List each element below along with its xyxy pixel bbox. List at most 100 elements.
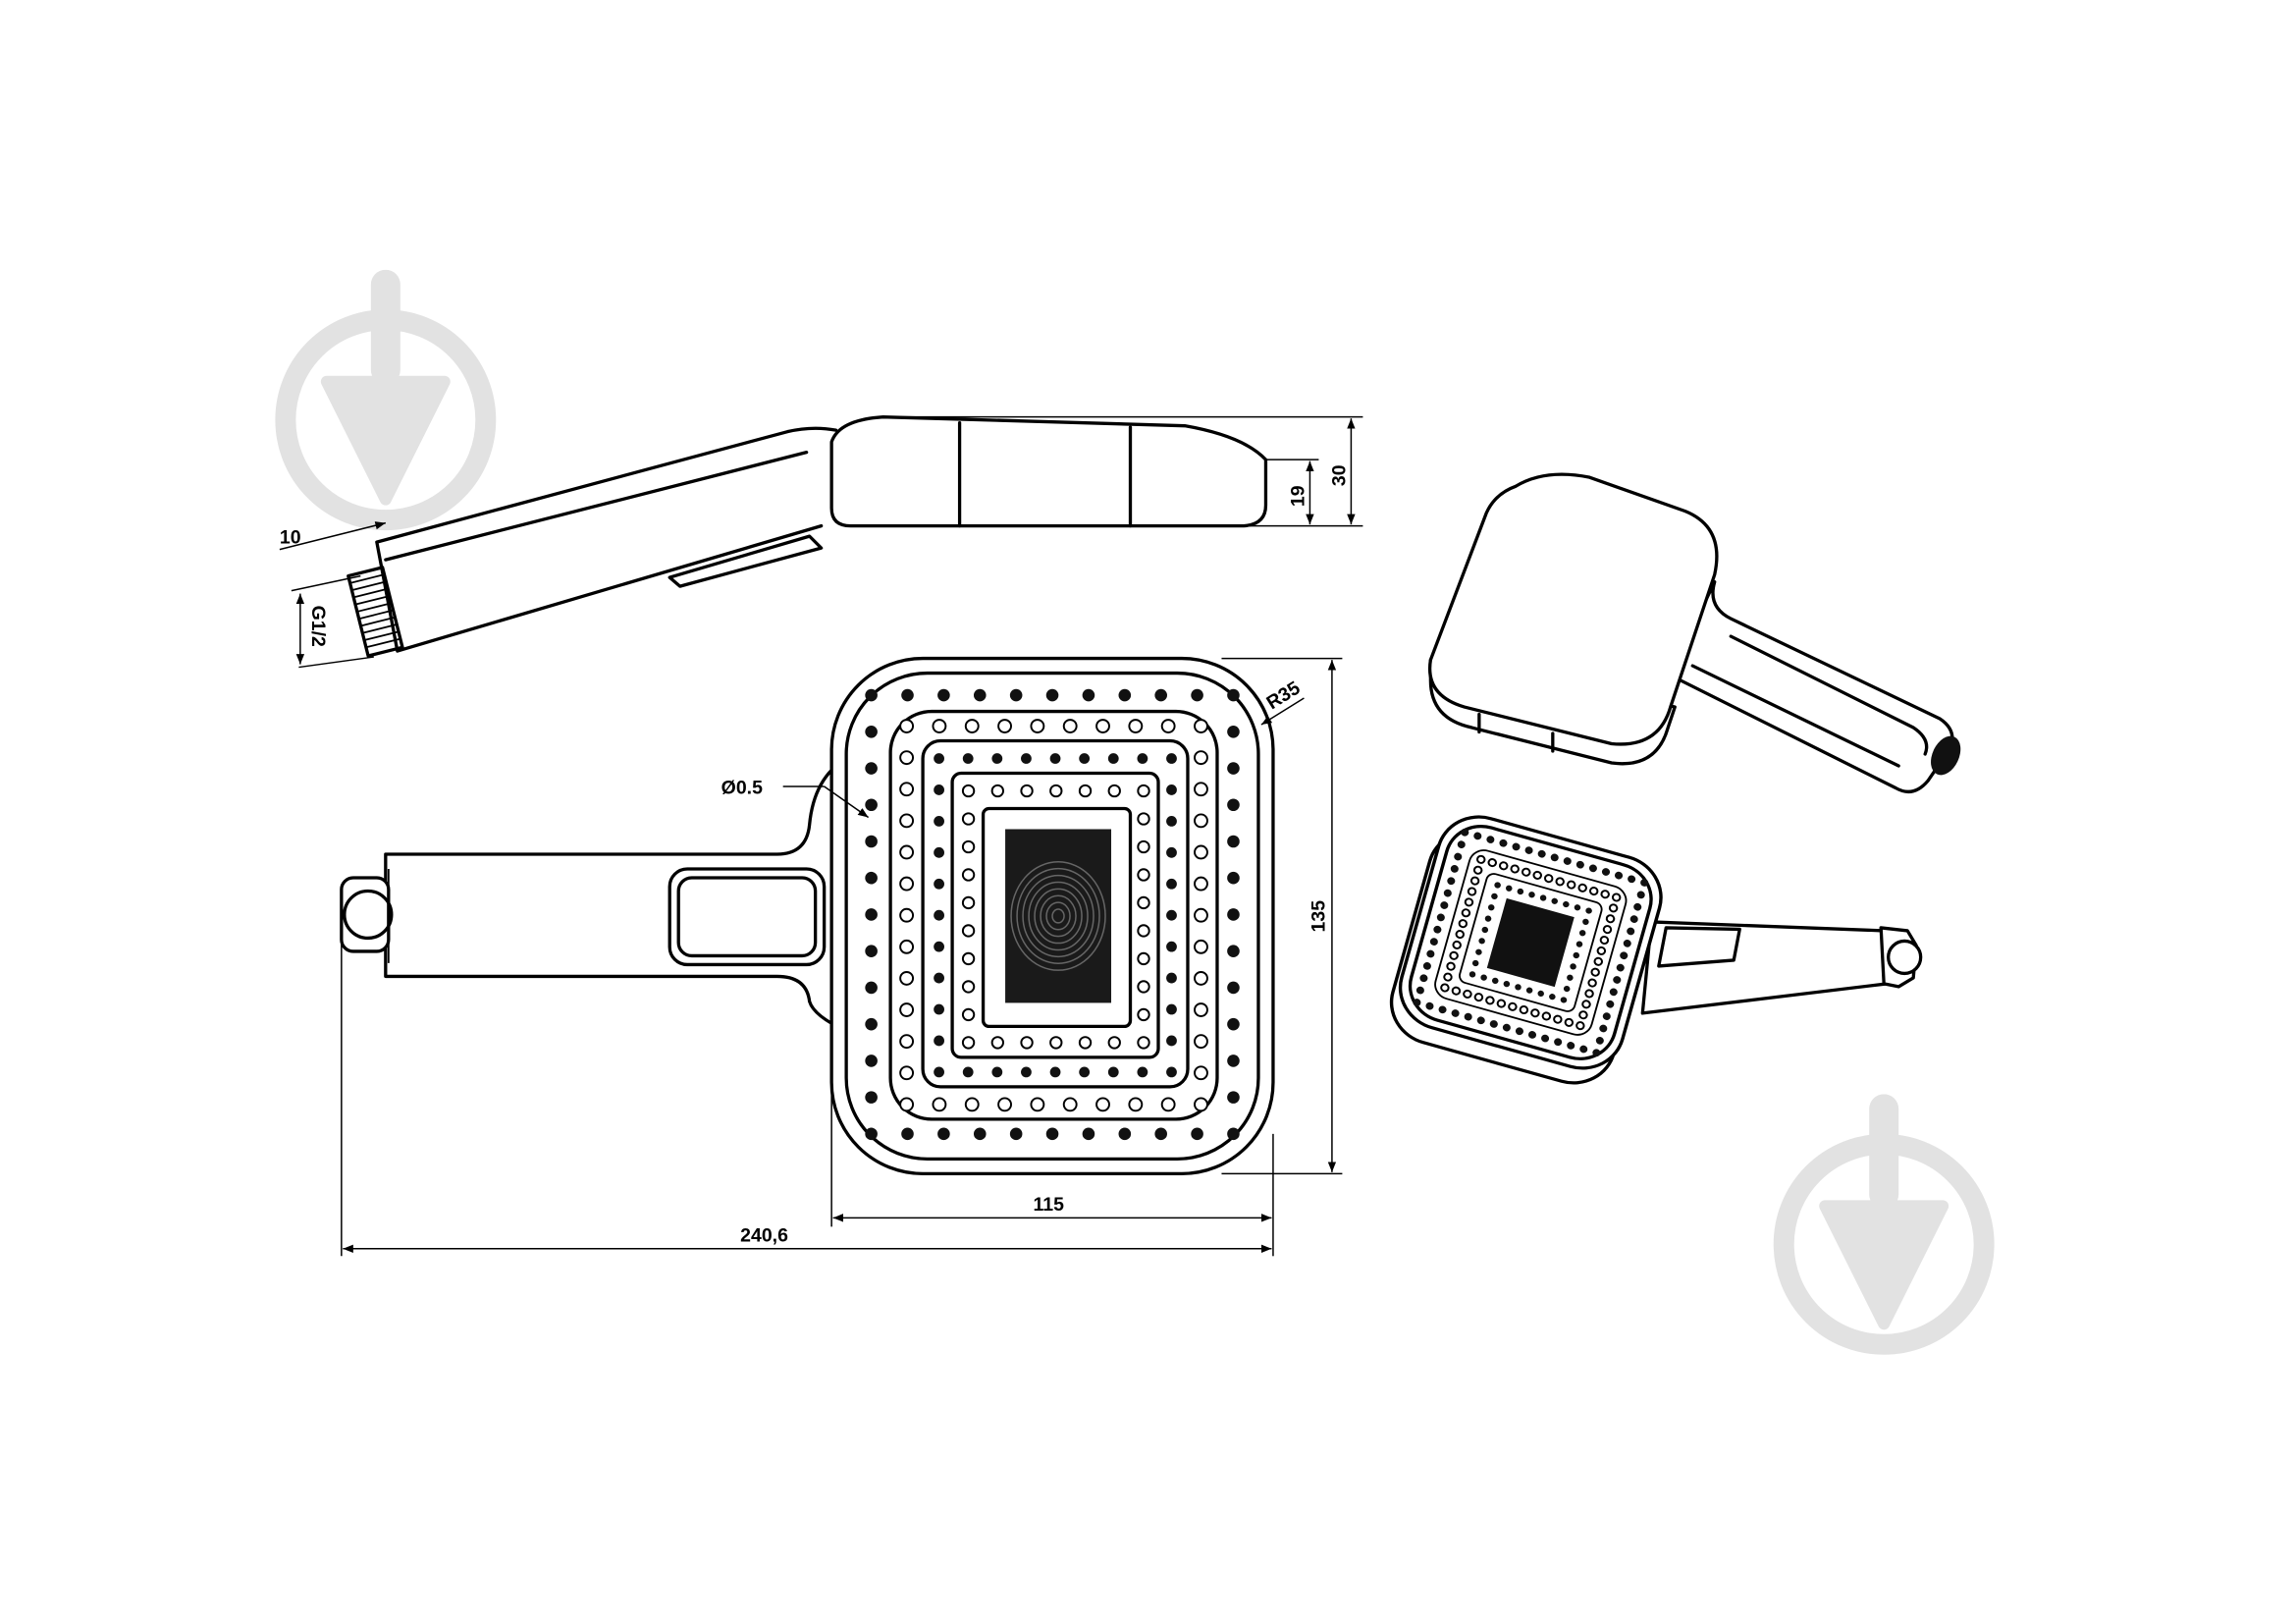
nozzle-dot (1527, 1031, 1537, 1039)
nozzle-dot (1078, 1036, 1093, 1050)
nozzle-dot (1595, 1036, 1604, 1045)
nozzle-dot (1227, 871, 1240, 885)
nozzle-dot (934, 941, 944, 952)
nozzle-dot (1636, 891, 1645, 899)
nozzle-dot (1166, 815, 1177, 827)
nozzle-dot (1475, 948, 1482, 955)
nozzle-dot (1049, 784, 1063, 798)
nozzle-dot (1570, 963, 1576, 970)
nozzle-dot (1620, 951, 1629, 960)
nozzle-dot (1640, 879, 1649, 887)
nozzle-dot (1487, 858, 1497, 868)
nozzle-dot (932, 1097, 947, 1112)
nozzle-dot (1419, 974, 1428, 983)
nozzle-dot (1062, 1097, 1078, 1112)
nozzle-dot (1227, 688, 1240, 702)
nozzle-dot (961, 951, 976, 966)
nozzle-dot (1457, 840, 1466, 848)
nozzle-dot (1137, 1007, 1150, 1022)
nozzle-dot (899, 782, 915, 797)
nozzle-dot (899, 1002, 915, 1017)
dim-total-length: 240,6 (740, 1224, 788, 1246)
nozzle-dot (1440, 901, 1449, 909)
nozzle-dot (1508, 1001, 1518, 1011)
nozzle-dot (964, 1097, 980, 1112)
nozzle-dot (1574, 904, 1581, 911)
nozzle-dot (901, 1127, 914, 1141)
nozzle-dot (1578, 930, 1586, 937)
connector-end (1887, 939, 1923, 976)
nozzle-dot (1476, 1016, 1485, 1025)
nozzle-dot (1062, 719, 1078, 733)
nozzle-dot (1494, 882, 1501, 889)
nozzle-dot (1588, 864, 1597, 873)
nozzle-dot (1118, 1127, 1132, 1141)
nozzle-dot (961, 1007, 976, 1022)
nozzle-dot (1575, 941, 1583, 947)
nozzle-dot (1498, 861, 1509, 871)
shower-head-perspective (1398, 815, 1663, 1070)
nozzle-dot (1451, 1009, 1460, 1017)
nozzle-dot (1079, 753, 1091, 764)
nozzle-dot (1429, 938, 1438, 946)
nozzle-dot (1629, 915, 1638, 923)
nozzle-dot (1166, 909, 1177, 921)
nozzle-dot (934, 846, 944, 858)
nozzle-dot (865, 981, 878, 995)
nozzle-dot (1563, 900, 1570, 908)
nozzle-dot (865, 798, 878, 812)
nozzle-dot (1578, 1010, 1588, 1020)
nozzle-dot (1438, 1005, 1447, 1014)
nozzle-dot (1613, 976, 1622, 984)
nozzle-dot (1519, 1004, 1529, 1015)
nozzle-dot (1611, 893, 1622, 902)
nozzle-dot (1194, 750, 1208, 766)
nozzle-dot (961, 924, 976, 938)
nozzle-dot (991, 1066, 1003, 1078)
nozzle-dot (1537, 849, 1546, 858)
dim-corner-radius: R35 (1262, 677, 1304, 715)
shower-head-side (829, 415, 1268, 528)
thread-line (352, 587, 389, 599)
nozzle-dot (1600, 890, 1610, 899)
nozzle-dot (1446, 961, 1456, 971)
nozzle-dot (865, 1017, 878, 1031)
nozzle-dot (899, 876, 915, 892)
nozzle-dot (1049, 1036, 1063, 1050)
nozzle-dot (1491, 977, 1499, 985)
nozzle-dot (1549, 994, 1556, 1001)
nozzle-dot (1481, 926, 1489, 934)
nozzle-dot (1566, 880, 1576, 890)
nozzle-dot (1541, 1011, 1552, 1021)
nozzle-rings (865, 688, 1240, 1141)
nozzle-dot (934, 784, 944, 795)
nozzle-dot (1137, 1066, 1148, 1078)
nozzle-dot (1593, 956, 1603, 966)
nozzle-dot (1009, 1127, 1023, 1141)
nozzle-dot (1426, 949, 1435, 958)
nozzle-dot (937, 1127, 950, 1141)
nozzle-dot (1227, 725, 1240, 738)
center-ring (1016, 867, 1100, 964)
perspective-back-view (1427, 472, 1961, 794)
nozzle-dot (1194, 719, 1208, 733)
nozzle-dot (1584, 989, 1594, 999)
nozzle-dot (932, 719, 947, 733)
nozzle-dot (1191, 1127, 1203, 1141)
nozzle-dot (1524, 846, 1533, 854)
nozzle-dot (1454, 852, 1463, 861)
nozzle-dot (899, 939, 915, 954)
nozzle-dot (899, 719, 915, 733)
center-ring (1045, 901, 1071, 931)
center-ring (1040, 894, 1077, 938)
nozzle-dot (1154, 1127, 1167, 1141)
nozzle-dot (1422, 962, 1431, 970)
nozzle-dot (899, 971, 915, 986)
nozzle-dot (1079, 1066, 1091, 1078)
dim-thread: G1/2 (307, 606, 329, 647)
nozzle-dot (1154, 688, 1167, 702)
nozzle-dot (1602, 1012, 1611, 1020)
nozzle-dot (1166, 1066, 1177, 1078)
nozzle-dot (1415, 986, 1424, 995)
nozzle-dot (1045, 688, 1059, 702)
